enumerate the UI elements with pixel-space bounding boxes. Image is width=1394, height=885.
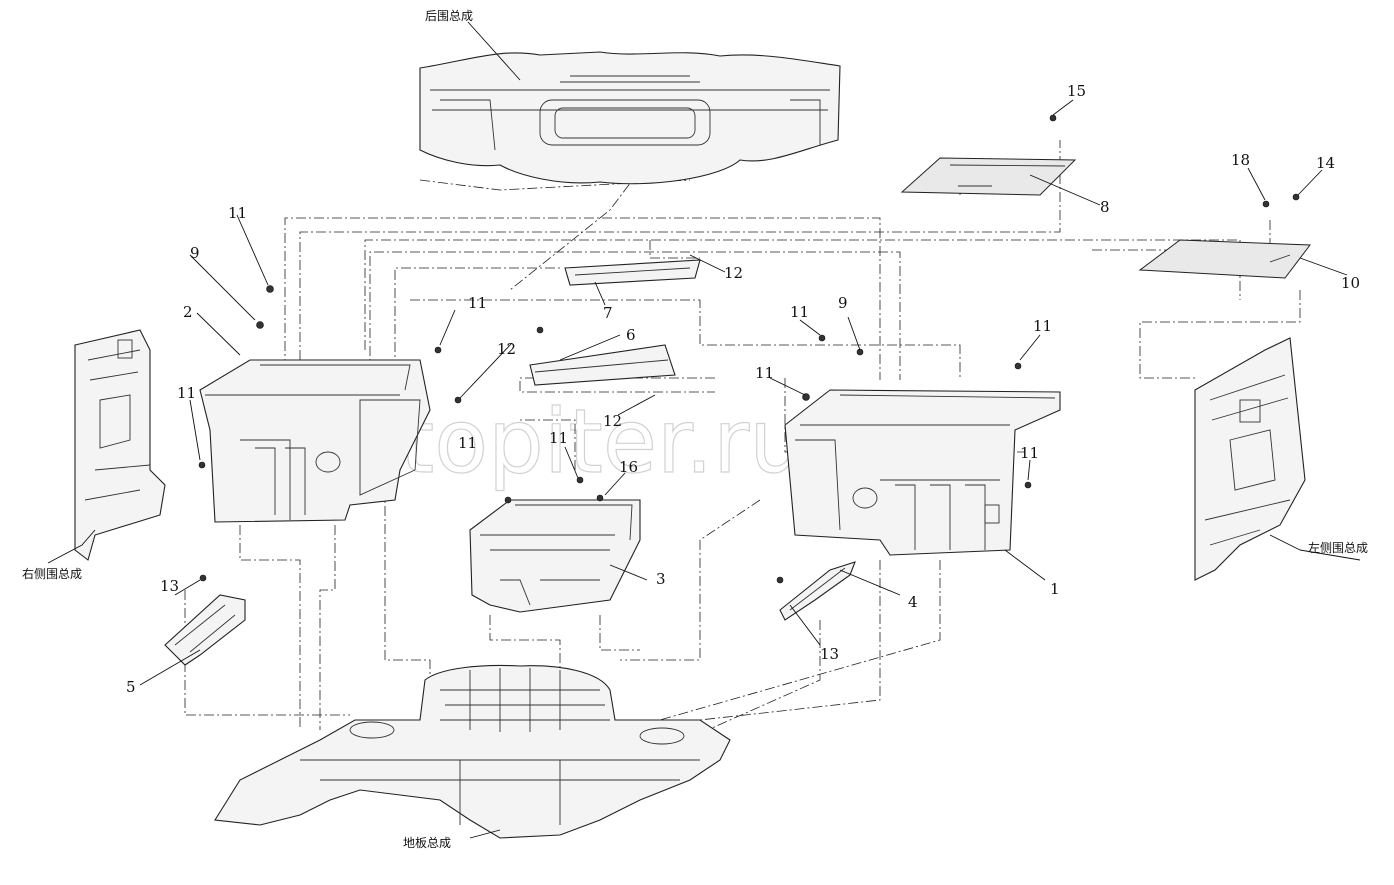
fastener-bolts	[198, 114, 1300, 584]
callout-10: 10	[1341, 274, 1360, 292]
callout-12-a: 12	[497, 340, 516, 358]
callout-11-d: 11	[790, 303, 809, 321]
part-1-wheelhouse	[784, 389, 1061, 556]
callout-8: 8	[1100, 198, 1110, 216]
callout-6: 6	[626, 326, 636, 344]
callout-11-e: 11	[755, 364, 774, 382]
label-rear-assembly: 后围总成	[425, 9, 473, 23]
floor-assembly	[214, 664, 731, 839]
callout-16: 16	[619, 458, 638, 476]
callout-7: 7	[603, 304, 613, 322]
label-right-side-assembly: 右侧围总成	[22, 566, 82, 581]
callout-18: 18	[1231, 151, 1250, 169]
callout-9-left: 9	[190, 244, 200, 262]
callout-11-a: 11	[228, 204, 247, 222]
callout-4: 4	[908, 593, 918, 611]
callout-2: 2	[183, 303, 193, 321]
right-side-panel-assembly	[74, 329, 166, 561]
callout-11-b: 11	[468, 294, 487, 312]
part-4-bracket	[779, 561, 856, 621]
callout-11-i: 11	[458, 434, 477, 452]
part-8-panel	[900, 157, 1077, 196]
leader-lines	[47, 21, 1361, 839]
part-5-bracket	[164, 594, 246, 666]
label-floor-assembly: 地板总成	[403, 836, 451, 850]
callout-5: 5	[126, 678, 136, 696]
assembly-lines	[184, 140, 1301, 761]
callout-12-b: 12	[724, 264, 743, 282]
callout-11-g: 11	[1020, 444, 1039, 462]
callout-11-h: 11	[549, 429, 568, 447]
part-6-crossmember	[529, 344, 676, 386]
callout-11-c: 11	[177, 384, 196, 402]
part-3-storage-tray	[469, 499, 641, 613]
callout-13-b: 13	[820, 645, 839, 663]
callout-3: 3	[656, 570, 666, 588]
callout-12-c: 12	[603, 412, 622, 430]
callout-9-right: 9	[838, 294, 848, 312]
part-7-bracket	[564, 259, 701, 286]
callout-15: 15	[1067, 82, 1086, 100]
callout-14: 14	[1316, 154, 1335, 172]
label-left-side-assembly: 左侧围总成	[1308, 540, 1368, 555]
callout-13-a: 13	[160, 577, 179, 595]
part-2-wheelhouse	[199, 359, 431, 523]
part-10-panel	[1138, 239, 1311, 279]
callout-1: 1	[1050, 580, 1060, 598]
callout-11-f: 11	[1033, 317, 1052, 335]
rear-panel-assembly	[419, 51, 841, 185]
left-side-panel-assembly	[1194, 337, 1306, 581]
